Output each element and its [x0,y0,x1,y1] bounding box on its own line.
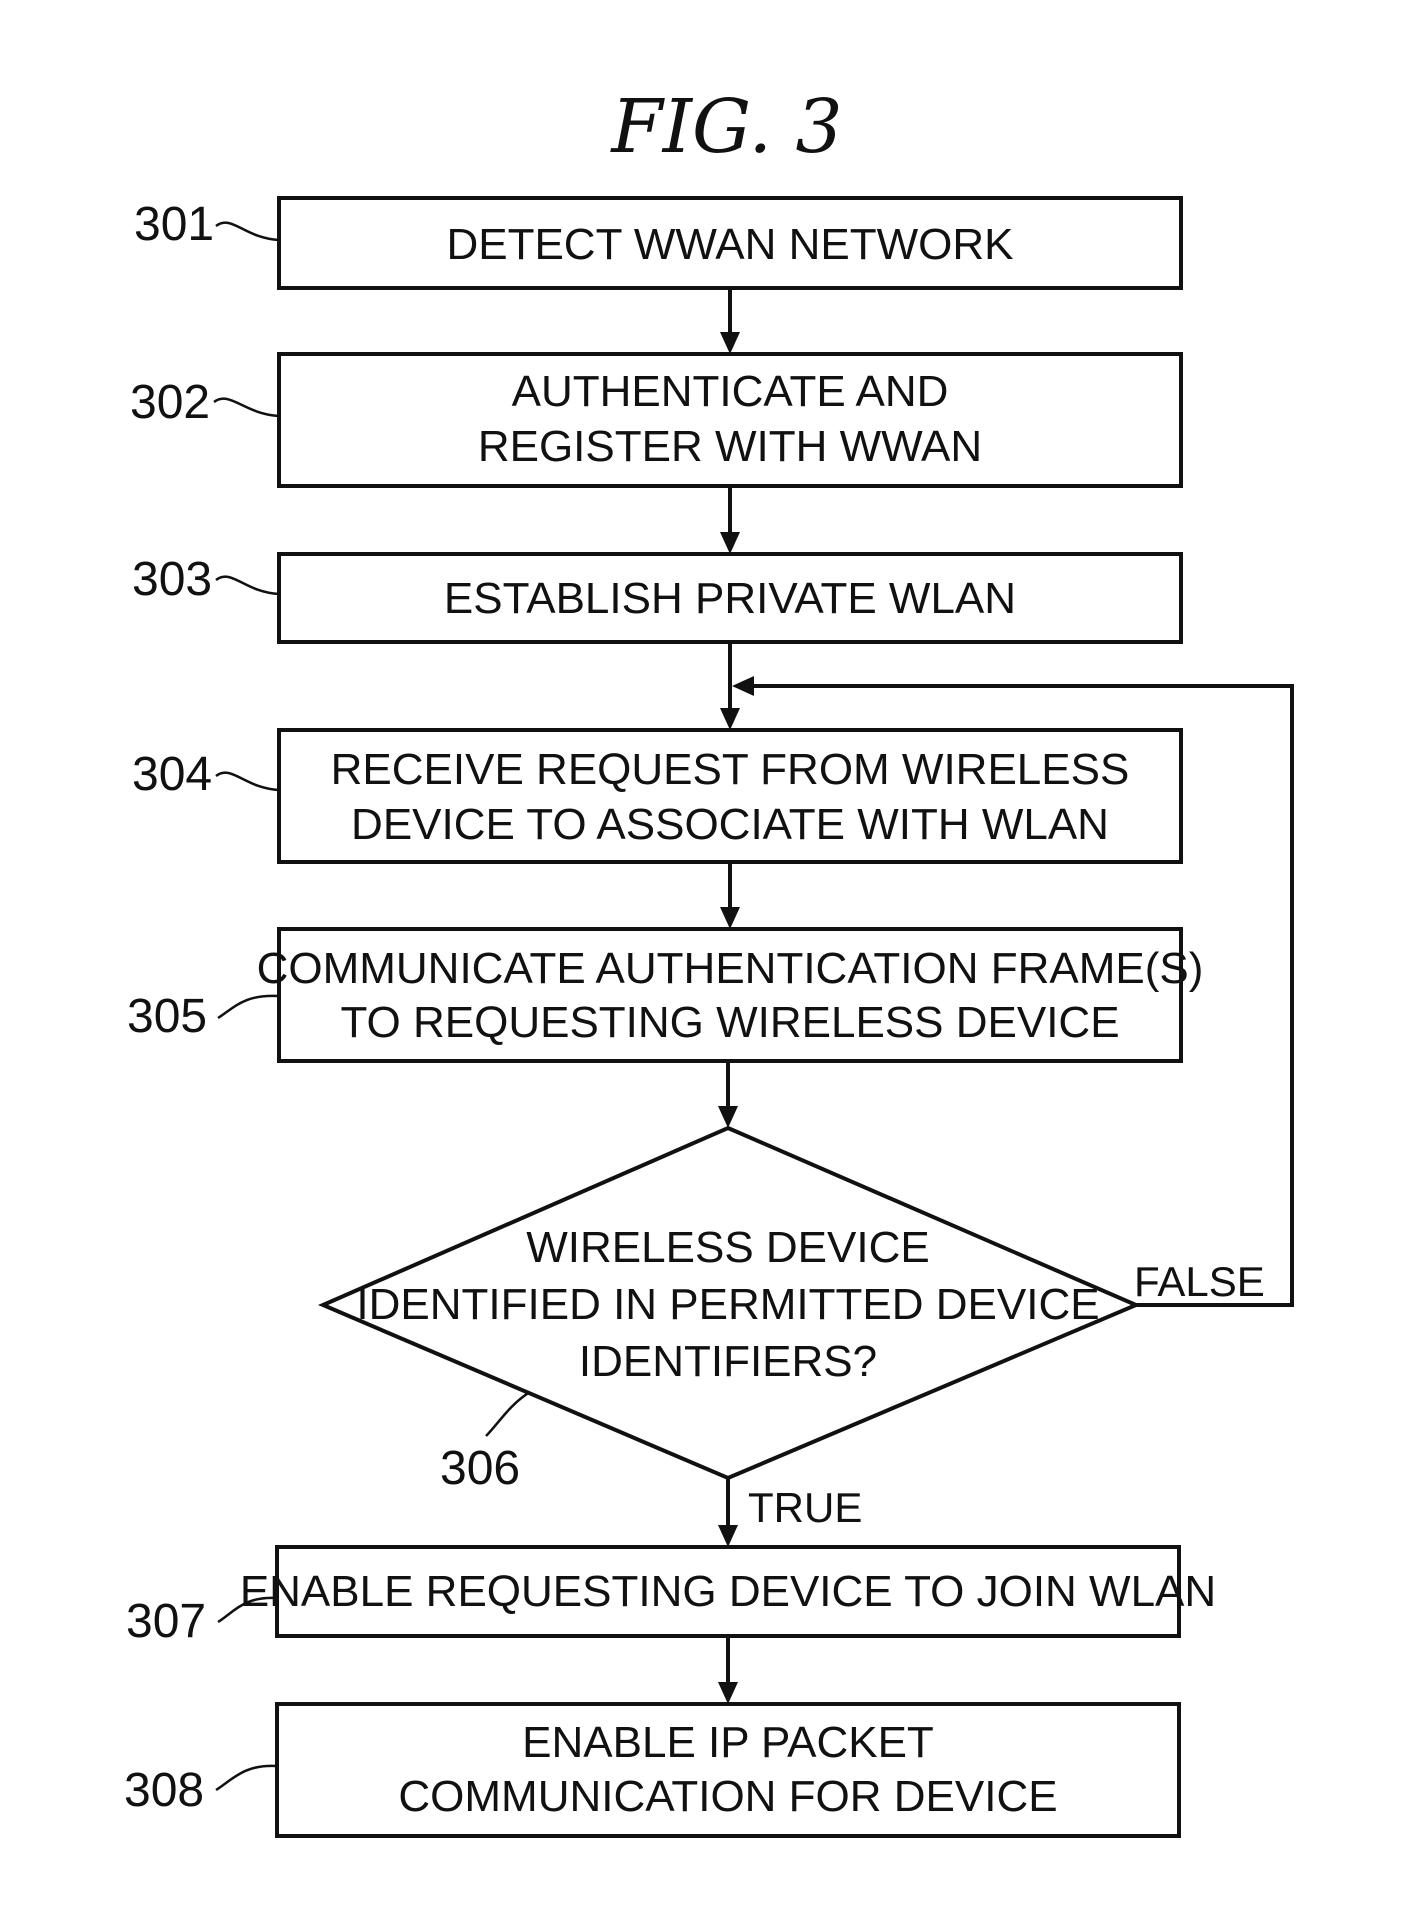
step-301-ref: 301 [134,198,214,251]
step-303-leader [216,577,279,594]
step-305-ref: 305 [127,990,207,1043]
connector-302-303 [720,486,740,554]
step-308-ref: 308 [124,1764,204,1817]
connector-305-306 [718,1061,738,1128]
step-302-text-line-2: REGISTER WITH WWAN [478,422,982,471]
true-label: TRUE [748,1484,862,1531]
connector-301-302 [720,288,740,354]
connector-307-308 [718,1636,738,1704]
step-302-text-line-1: AUTHENTICATE AND [512,367,949,416]
step-304: RECEIVE REQUEST FROM WIRELESS DEVICE TO … [132,730,1181,862]
step-301-leader [216,223,279,240]
decision-306-text-line-3: IDENTIFIERS? [579,1337,877,1386]
step-308-text-line-1: ENABLE IP PACKET [522,1718,934,1767]
step-304-leader [216,773,279,790]
false-label: FALSE [1134,1258,1265,1305]
figure-title: FIG. 3 [609,84,842,170]
step-307: ENABLE REQUESTING DEVICE TO JOIN WLAN 30… [126,1547,1216,1648]
connector-306-307-true: TRUE [718,1478,862,1547]
step-302: AUTHENTICATE AND REGISTER WITH WWAN 302 [130,354,1181,486]
step-303-text: ESTABLISH PRIVATE WLAN [444,574,1016,623]
step-305: COMMUNICATE AUTHENTICATION FRAME(S) TO R… [127,929,1203,1061]
connector-304-305 [720,862,740,929]
step-301-text: DETECT WWAN NETWORK [446,220,1013,269]
step-305-text-line-2: TO REQUESTING WIRELESS DEVICE [340,998,1119,1047]
decision-306-text-line-1: WIRELESS DEVICE [526,1223,929,1272]
step-304-text-line-2: DEVICE TO ASSOCIATE WITH WLAN [351,800,1109,849]
step-307-ref: 307 [126,1595,206,1648]
step-304-text-line-1: RECEIVE REQUEST FROM WIRELESS [331,745,1130,794]
step-308: ENABLE IP PACKET COMMUNICATION FOR DEVIC… [124,1704,1179,1836]
decision-306-text-line-2: IDENTIFIED IN PERMITTED DEVICE [356,1280,1099,1329]
step-303-ref: 303 [132,553,212,606]
step-305-leader [218,996,279,1018]
step-301: DETECT WWAN NETWORK 301 [134,198,1181,288]
step-302-leader [214,399,279,416]
decision-306-leader [486,1392,530,1436]
decision-306-ref: 306 [440,1442,520,1495]
step-303: ESTABLISH PRIVATE WLAN 303 [132,553,1181,642]
decision-306: WIRELESS DEVICE IDENTIFIED IN PERMITTED … [323,1128,1136,1495]
step-304-ref: 304 [132,748,212,801]
step-305-text-line-1: COMMUNICATE AUTHENTICATION FRAME(S) [257,944,1204,993]
step-308-leader [216,1766,277,1790]
step-307-text: ENABLE REQUESTING DEVICE TO JOIN WLAN [240,1567,1216,1616]
step-302-ref: 302 [130,376,210,429]
step-308-text-line-2: COMMUNICATION FOR DEVICE [398,1772,1057,1821]
